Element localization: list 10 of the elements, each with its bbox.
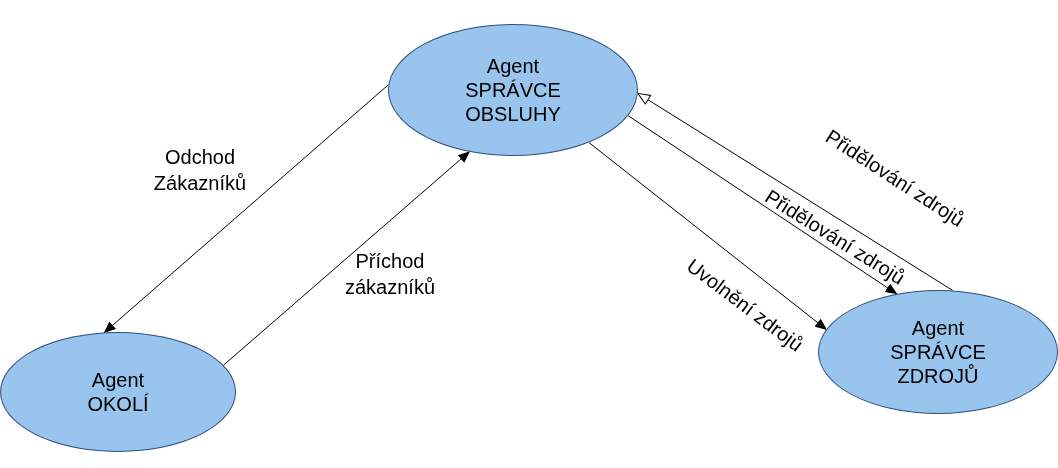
arrow bbox=[103, 84, 389, 334]
arrow bbox=[637, 92, 954, 291]
node-label: Agent SPRÁVCE ZDROJŮ bbox=[889, 316, 987, 388]
node-label: Agent SPRÁVCE OBSLUHY bbox=[464, 54, 562, 126]
arrow bbox=[223, 151, 470, 366]
arrow bbox=[627, 115, 898, 295]
edge-label: Odchod Zákazníků bbox=[152, 145, 248, 196]
edge-label: Příchod zákazníků bbox=[343, 249, 437, 300]
arrow bbox=[588, 141, 828, 331]
node-label: Agent OKOLÍ bbox=[86, 368, 150, 416]
